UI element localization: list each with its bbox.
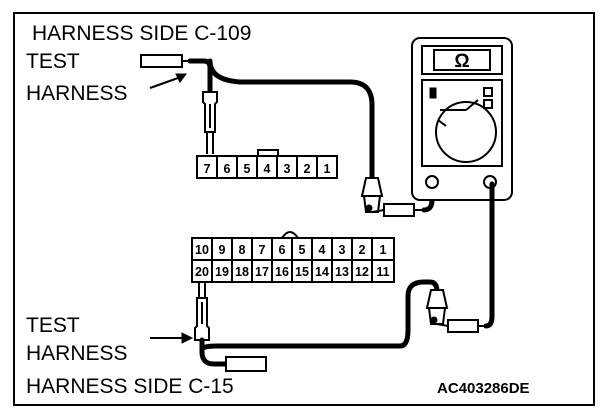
c15-pin-7: 7: [259, 243, 266, 257]
label-harness-side-c109: HARNESS SIDE C-109: [32, 22, 251, 45]
c15-pin-12: 12: [355, 265, 369, 279]
c109-pin-7: 7: [204, 162, 211, 176]
connector-c109: 7 6 5 4 3 2 1: [196, 149, 338, 179]
meter-jack-left: [425, 175, 439, 189]
c15-pin-9: 9: [219, 243, 226, 257]
c15-pin-18: 18: [235, 265, 249, 279]
label-harness-side-c15: HARNESS SIDE C-15: [26, 375, 234, 398]
c109-pin-1: 1: [324, 162, 331, 176]
c15-pin-5: 5: [299, 243, 306, 257]
connector-c15: 10 9 8 7 6 5 4 3 2 1 20 19 18 17 16 15 1…: [191, 231, 395, 283]
c15-pin-15: 15: [295, 265, 309, 279]
figure-code: AC403286DE: [437, 380, 530, 397]
c109-pin-6: 6: [224, 162, 231, 176]
c15-pin-17: 17: [255, 265, 269, 279]
ohm-symbol: Ω: [454, 51, 469, 72]
label-test-harness-bottom-line1: TEST: [26, 314, 80, 337]
c15-pin-1: 1: [380, 243, 387, 257]
wire-meter-right-lead: [483, 181, 495, 329]
c15-pin-3: 3: [339, 243, 346, 257]
c109-pin-2: 2: [304, 162, 311, 176]
wire-bottom-to-meter: [199, 279, 440, 353]
c15-pin-2: 2: [359, 243, 366, 257]
wire-top-to-meter: [207, 58, 375, 181]
c109-pin-5: 5: [244, 162, 251, 176]
c15-pin-16: 16: [275, 265, 289, 279]
label-test-harness-top-line1: TEST: [26, 50, 80, 73]
c15-pin-14: 14: [315, 265, 329, 279]
c109-pin-3: 3: [284, 162, 291, 176]
c15-pin-10: 10: [195, 243, 209, 257]
test-harness-top: [140, 54, 218, 154]
c109-pin-4: 4: [264, 162, 271, 176]
c15-pin-11: 11: [376, 265, 389, 279]
c15-pin-13: 13: [335, 265, 349, 279]
c15-pin-6: 6: [279, 243, 286, 257]
c15-pin-19: 19: [215, 265, 229, 279]
c15-pin-20: 20: [195, 265, 209, 279]
label-test-harness-top-line2: HARNESS: [26, 82, 128, 105]
alligator-clip-bottom: [425, 289, 486, 333]
multimeter: Ω: [411, 37, 513, 201]
label-test-harness-bottom-line2: HARNESS: [26, 342, 128, 365]
c15-pin-8: 8: [239, 243, 246, 257]
c15-pin-4: 4: [319, 243, 326, 257]
